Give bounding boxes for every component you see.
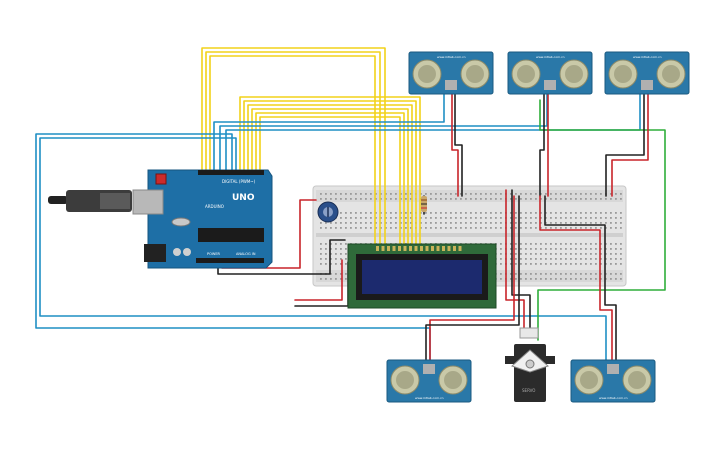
arduino-brand-text: ARDUINO — [205, 204, 224, 209]
ultrasonic-sensor-top-1: www.mtlab.com.cn — [408, 51, 494, 95]
ultrasonic-sensor-top-2: www.mtlab.com.cn — [507, 51, 593, 95]
servo-label: SERVO — [522, 388, 535, 393]
arduino-power-jack — [144, 244, 166, 262]
ultrasonic-sensor-bottom-1: www.mtlab.com.cn — [386, 359, 472, 403]
sensor-top-2-site: www.mtlab.com.cn — [536, 55, 565, 59]
sensor-bottom-2-site: www.mtlab.com.cn — [599, 396, 628, 400]
arduino-digital-header — [198, 170, 264, 175]
lcd-screen — [362, 260, 482, 294]
servo-connector — [519, 327, 539, 339]
yellow-wires — [201, 47, 421, 249]
arduino-analog-label: ANALOG IN — [236, 252, 256, 256]
lcd-display — [347, 243, 497, 309]
usb-cable-icon — [48, 190, 132, 212]
arduino-logo-text: UNO — [232, 193, 255, 203]
servo-tab-right — [545, 356, 555, 364]
servo-shaft — [525, 359, 535, 369]
breadboard-top-rail — [316, 190, 623, 202]
arduino-uno-board: UNO ARDUINO DIGITAL (PWM~) POWER ANALOG … — [132, 169, 273, 269]
arduino-chip — [198, 228, 264, 242]
arduino-reset-button — [155, 173, 167, 185]
blue-wires — [35, 87, 641, 361]
arduino-usb-port — [132, 189, 164, 215]
servo-motor-icon: SERVO — [505, 327, 555, 402]
ultrasonic-sensors-top: www.mtlab.com.cn www.mtlab.com.cn www.mt… — [408, 51, 690, 95]
ultrasonic-sensors-bottom: www.mtlab.com.cn www.mtlab.com.cn — [386, 359, 656, 403]
sensor-top-1-site: www.mtlab.com.cn — [437, 55, 466, 59]
sensor-bottom-1-site: www.mtlab.com.cn — [415, 396, 444, 400]
breadboard-center-channel — [316, 233, 623, 237]
lcd-pins — [376, 246, 462, 251]
arduino-power-header — [196, 258, 264, 263]
arduino-capacitor-1 — [173, 248, 181, 256]
green-wire — [537, 99, 666, 341]
servo-tab-left — [505, 356, 515, 364]
wires — [35, 47, 666, 361]
ultrasonic-sensor-bottom-2: www.mtlab.com.cn — [570, 359, 656, 403]
arduino-power-label: POWER — [207, 252, 221, 256]
arduino-capacitor-2 — [183, 248, 191, 256]
sensor-top-3-site: www.mtlab.com.cn — [633, 55, 662, 59]
potentiometer-icon — [317, 201, 339, 223]
power-wires — [217, 89, 649, 361]
resistor — [421, 196, 427, 212]
ultrasonic-sensor-top-3: www.mtlab.com.cn — [604, 51, 690, 95]
arduino-crystal — [171, 217, 191, 227]
arduino-digital-label: DIGITAL (PWM~) — [222, 179, 256, 184]
arduino-pcb — [147, 169, 273, 269]
